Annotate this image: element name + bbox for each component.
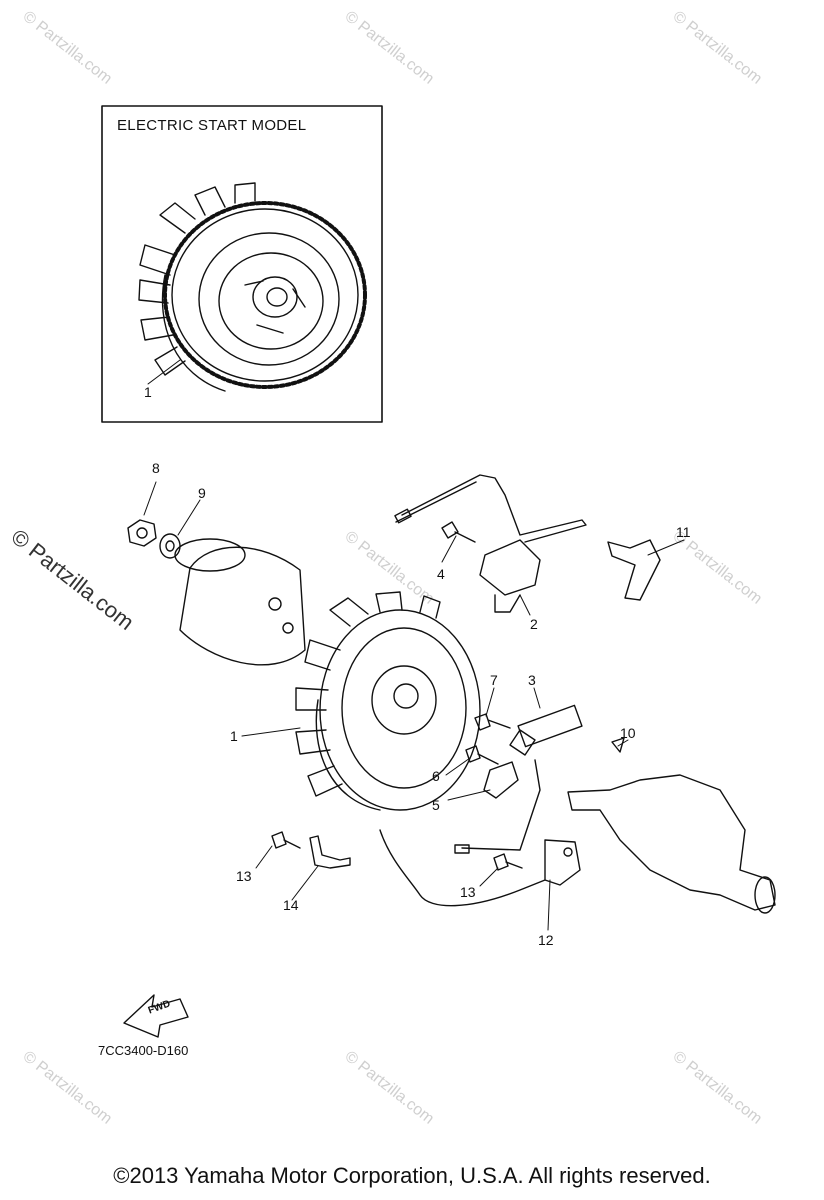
plug-cap bbox=[607, 539, 661, 601]
bolt-13a bbox=[271, 831, 301, 849]
main-flywheel bbox=[295, 591, 481, 811]
bolt-7 bbox=[474, 713, 511, 731]
callout-6: 6 bbox=[432, 768, 440, 784]
callout-8: 8 bbox=[152, 460, 160, 476]
fwd-arrow-icon bbox=[123, 994, 189, 1038]
callout-9: 9 bbox=[198, 485, 206, 501]
callout-13b: 13 bbox=[460, 884, 476, 900]
callout-10: 10 bbox=[620, 725, 636, 741]
nut bbox=[127, 519, 157, 547]
washer bbox=[159, 533, 181, 559]
plate-14 bbox=[309, 835, 351, 869]
callout-13a: 13 bbox=[236, 868, 252, 884]
inset-flywheel bbox=[138, 182, 367, 392]
ignition-coil bbox=[394, 474, 587, 613]
callout-14: 14 bbox=[283, 897, 299, 913]
callout-1: 1 bbox=[230, 728, 238, 744]
neutral-switch-lead bbox=[379, 829, 581, 907]
callout-2: 2 bbox=[530, 616, 538, 632]
inset-title: ELECTRIC START MODEL bbox=[117, 117, 307, 134]
diagram-code: 7CC3400-D160 bbox=[98, 1043, 189, 1058]
bolt-13b bbox=[493, 853, 523, 871]
bracket-5 bbox=[483, 761, 519, 799]
leader-lines bbox=[143, 359, 685, 931]
callout-4: 4 bbox=[437, 566, 445, 582]
callout-3: 3 bbox=[528, 672, 536, 688]
bolt-4 bbox=[441, 521, 476, 543]
callout-5: 5 bbox=[432, 797, 440, 813]
inset-frame bbox=[101, 105, 383, 423]
pulser-coil bbox=[454, 704, 583, 854]
copyright-notice: ©2013 Yamaha Motor Corporation, U.S.A. A… bbox=[113, 1163, 711, 1188]
callout-11: 11 bbox=[676, 524, 691, 540]
rotor-cup bbox=[174, 538, 306, 666]
callout-12: 12 bbox=[538, 932, 554, 948]
callout-7: 7 bbox=[490, 672, 498, 688]
bolt-6 bbox=[465, 745, 499, 765]
callout-inset-1: 1 bbox=[144, 384, 152, 400]
crankshaft bbox=[567, 737, 776, 914]
